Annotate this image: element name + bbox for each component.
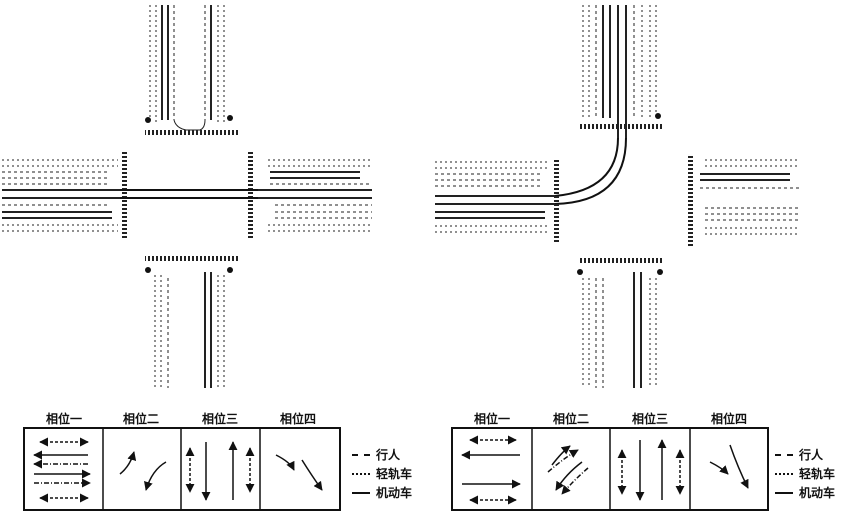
right-phase1-label: 相位一 — [473, 412, 510, 426]
left-phase3-label: 相位三 — [201, 412, 238, 426]
right-phase2-label: 相位二 — [552, 412, 589, 426]
solid-line-icon — [775, 491, 793, 494]
right-west-arm — [435, 158, 559, 244]
legend-light-rail-text: 轻轨车 — [376, 467, 413, 481]
left-phase-table — [23, 427, 341, 511]
left-west-arm — [2, 152, 127, 238]
left-north-arm — [145, 5, 240, 135]
left-south-arm — [145, 256, 240, 388]
left-legend-pedestrian: 行人 — [352, 446, 400, 463]
left-phase4-label: 相位四 — [279, 412, 316, 426]
right-phase-table — [451, 427, 769, 511]
legend-pedestrian-text: 行人 — [376, 448, 401, 462]
dashed-line-icon — [352, 453, 370, 456]
legend-motor-text: 机动车 — [799, 486, 836, 500]
right-north-arm — [578, 5, 663, 138]
left-legend-motor: 机动车 — [352, 484, 412, 501]
right-intersection — [435, 5, 800, 388]
left-phase1-label: 相位一 — [45, 412, 82, 426]
left-phase2-label: 相位二 — [122, 412, 159, 426]
left-phase4-arrows — [275, 454, 323, 491]
right-legend-pedestrian: 行人 — [775, 446, 823, 463]
legend-pedestrian-text: 行人 — [799, 448, 824, 462]
right-phase1-arrows — [461, 435, 521, 505]
legend-motor-text: 机动车 — [376, 486, 413, 500]
right-legend-light-rail: 轻轨车 — [775, 465, 835, 482]
right-phase2-arrows — [547, 445, 589, 495]
right-phase4-label: 相位四 — [710, 412, 747, 426]
right-south-arm — [577, 258, 663, 388]
left-phase3-arrows — [185, 441, 255, 501]
right-phase3-label: 相位三 — [631, 412, 668, 426]
left-phase2-arrows — [119, 451, 167, 491]
dash-dot-line-icon — [775, 472, 793, 475]
right-east-arm — [688, 156, 800, 246]
legend-light-rail-text: 轻轨车 — [799, 467, 836, 481]
left-east-arm — [248, 152, 372, 238]
left-intersection — [2, 5, 372, 388]
solid-line-icon — [352, 491, 370, 494]
right-legend-motor: 机动车 — [775, 484, 835, 501]
left-phase1-arrows — [33, 437, 91, 503]
right-phase4-arrows — [709, 444, 749, 489]
dash-dot-line-icon — [352, 472, 370, 475]
right-phase3-arrows — [617, 439, 685, 501]
left-legend-light-rail: 轻轨车 — [352, 465, 412, 482]
dashed-line-icon — [775, 453, 793, 456]
